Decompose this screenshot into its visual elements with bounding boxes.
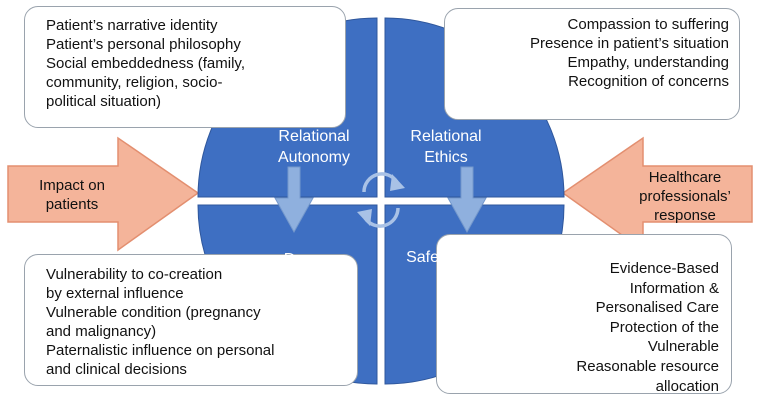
box-line: Vulnerable condition (pregnancy [46, 304, 261, 321]
right-arrow-shape [561, 136, 753, 252]
box-line: by external influence [46, 285, 184, 302]
left-arrow-shape [7, 136, 200, 252]
box-line: Vulnerable [647, 338, 719, 356]
arrow-label-line: Healthcare [648, 169, 722, 186]
relational-autonomy-label: Relational Autonomy [249, 126, 379, 168]
box-line: Information & [629, 279, 719, 297]
quadrant-label-line: Relational [410, 128, 482, 145]
box-line: Reasonable resource [576, 357, 719, 375]
box-line: Patient’s narrative identity [46, 17, 218, 34]
box-line: Personalised Care [595, 299, 719, 317]
cycle-arrowhead-bottom [357, 209, 372, 226]
safeguards-box: Evidence-Based Information & Personalise… [436, 234, 732, 395]
quadrant-label-line: Relational [278, 128, 350, 145]
box-line: Vulnerability to co-creation [46, 266, 223, 283]
box-line: Social embeddedness (family, [46, 55, 245, 72]
arrow-label-line: Impact on [39, 177, 105, 194]
arrow-label-line: patients [45, 196, 99, 213]
box-line: allocation [655, 377, 719, 395]
box-line: Empathy, understanding [567, 54, 730, 71]
compassion-box: Compassion to suffering Presence in pati… [444, 8, 740, 120]
vulnerability-box: Vulnerability to co-creation by external… [24, 254, 358, 386]
patient-identity-box: Patient’s narrative identity Patient’s p… [24, 6, 346, 128]
relational-ethics-label: Relational Ethics [381, 126, 511, 168]
box-line: and malignancy) [46, 323, 157, 340]
down-arrow-right [447, 166, 487, 234]
safeguards-label: Safeguards [406, 249, 488, 266]
box-line: and clinical decisions [46, 361, 187, 378]
dangers-label: Dangers [283, 251, 345, 268]
impact-on-patients-label: Impact on patients [16, 176, 128, 214]
box-line: Protection of the [609, 318, 719, 336]
box-line: political situation) [46, 93, 162, 110]
healthcare-response-label: Healthcare professionals’ response [614, 168, 756, 225]
box-line: Compassion to suffering [567, 16, 729, 33]
arrow-label-line: response [654, 207, 716, 224]
arrow-label-line: professionals’ [639, 188, 731, 205]
box-line: Patient’s personal philosophy [46, 36, 241, 53]
box-line: Presence in patient’s situation [529, 35, 729, 52]
box-line: Paternalistic influence on personal [46, 342, 275, 359]
quadrant-label-line: Autonomy [277, 149, 351, 166]
box-line: community, religion, socio- [46, 74, 223, 91]
quadrant-label-line: Ethics [424, 149, 468, 166]
down-arrow-left [274, 166, 314, 234]
box-line: Evidence-Based [609, 260, 719, 277]
box-line: Recognition of concerns [568, 73, 729, 90]
cycle-arrowhead-top [390, 174, 405, 191]
